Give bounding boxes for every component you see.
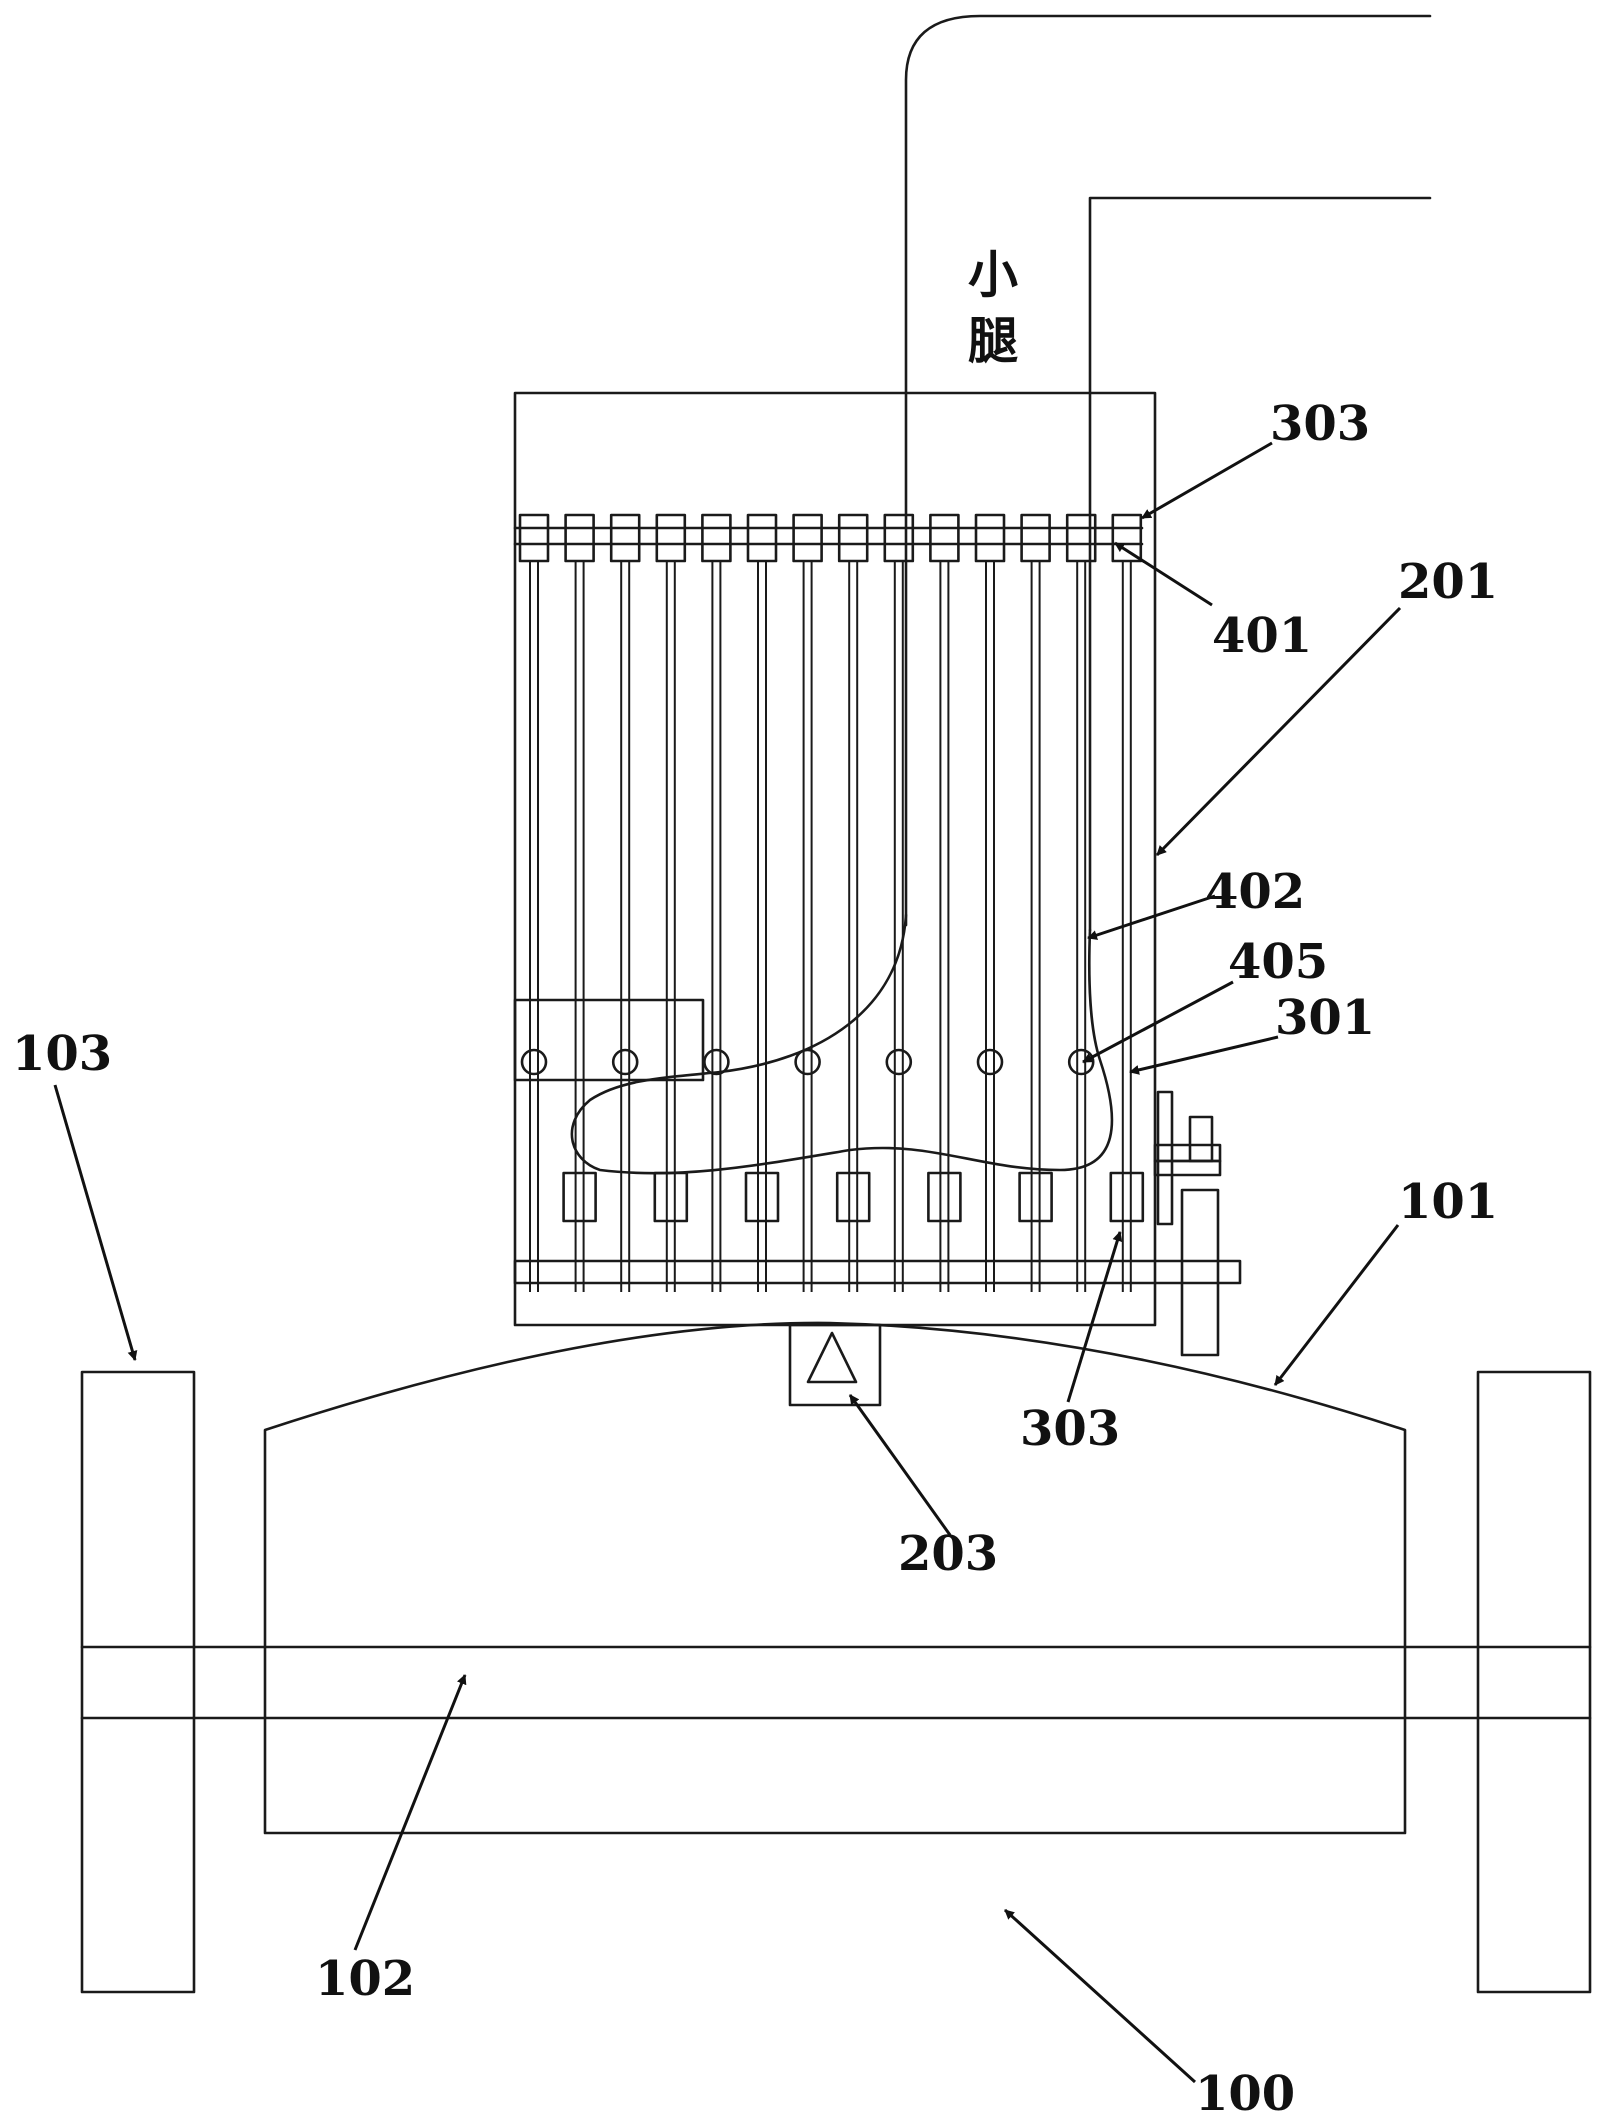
rod-top-block [1111,513,1143,563]
rod-top-block [1065,513,1097,563]
lower-block [1109,1171,1145,1223]
wheel-left-103 [80,1370,196,1994]
callout-101: 101 [1398,1174,1498,1230]
rod-top-block [564,513,595,563]
sensor-circle [1067,1048,1095,1076]
rod-top-block [1020,513,1051,563]
axle-102 [80,1645,1592,1720]
rod-top-block [929,513,960,563]
rod-top-block [518,513,550,563]
rod-top-block [883,513,915,563]
bottom-rail [513,1259,1242,1285]
sensor-circle [520,1048,548,1076]
wheel-right [1476,1370,1592,1994]
actuator-rod-array [518,513,1143,1292]
lower-block [562,1171,597,1223]
top-rail [513,526,1144,546]
rod-top-block [655,513,687,563]
cable-loop [570,913,1114,1175]
sensor-circle [976,1048,1004,1076]
callout-303-top: 303 [1270,396,1370,452]
leader-arrows [53,441,1402,2084]
callout-203: 203 [898,1526,998,1582]
callout-102: 102 [315,1951,415,2007]
pivot-203 [788,1323,882,1407]
leg-outline-front [904,14,1432,927]
sensor-circle-array [520,1048,1095,1076]
lower-block [744,1171,780,1223]
callout-303-bottom: 303 [1020,1401,1120,1457]
leg-outline-back [1088,196,1432,932]
control-box [513,998,705,1082]
callout-401: 401 [1212,608,1312,664]
side-mechanism-301 [1153,1090,1222,1357]
callout-103: 103 [12,1026,112,1082]
callout-100: 100 [1195,2066,1295,2122]
part-label-char-2: 腿 [968,312,1018,370]
rod-top-block [746,513,778,563]
rod-top-block [974,513,1006,563]
rod-top-block [609,513,641,563]
callout-402: 402 [1205,864,1305,920]
sensor-circle [885,1048,913,1076]
callout-201: 201 [1398,554,1498,610]
part-label-char-1: 小 [968,246,1018,304]
rod-top-block [837,513,869,563]
base-plate-101 [263,1321,1407,1835]
lower-block [1018,1171,1053,1223]
lower-block [653,1171,689,1223]
lower-block [927,1171,962,1223]
sensor-circle [703,1048,730,1076]
sensor-circle [611,1048,639,1076]
callout-301: 301 [1275,990,1375,1046]
rod-top-block [792,513,823,563]
lower-block-array [562,1171,1145,1223]
rod-top-block [701,513,732,563]
lower-block [835,1171,871,1223]
callout-405: 405 [1228,934,1328,990]
